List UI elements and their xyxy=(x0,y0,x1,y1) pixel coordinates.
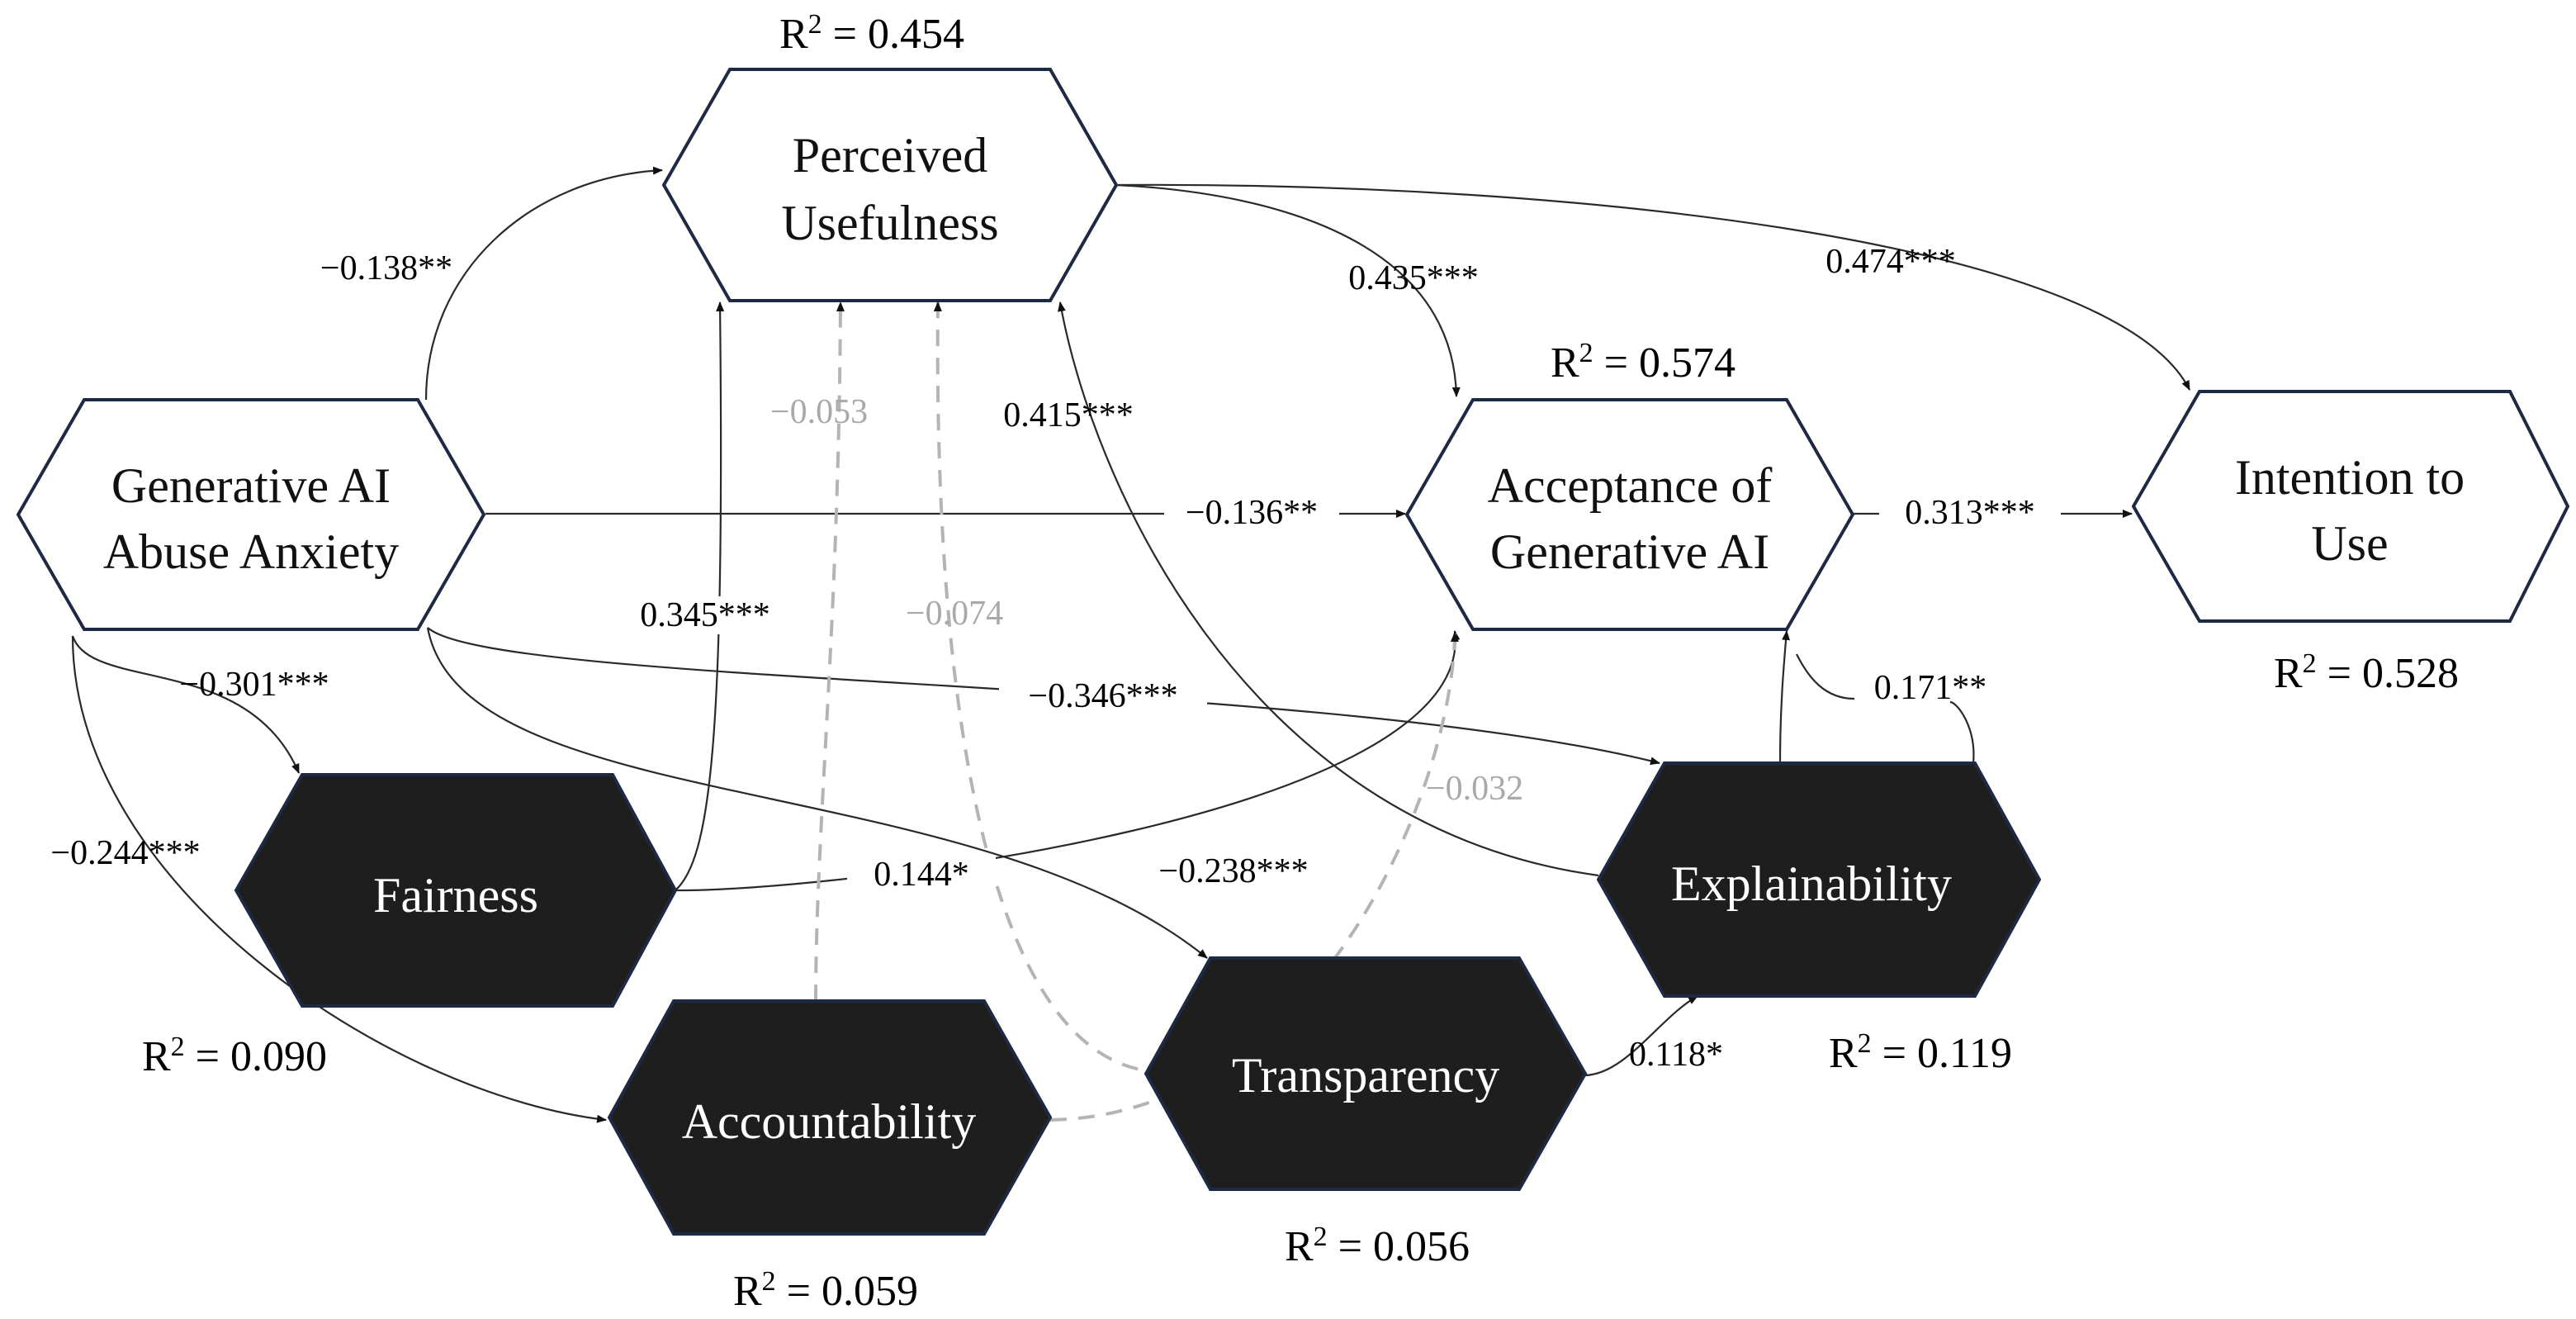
construct-intention-to-use: Intention to Use xyxy=(2131,390,2570,623)
coef-pu-acc: 0.435*** xyxy=(1348,259,1479,297)
construct-label-explainability-line-1: Explainability xyxy=(1671,856,1952,911)
construct-label-gai-abuse-anxiety-line-1: Generative AI xyxy=(111,458,391,513)
construct-label-gai-abuse-anxiety-line-2: Abuse Anxiety xyxy=(103,524,399,579)
construct-label-accountability-line-1: Accountability xyxy=(682,1094,977,1149)
r2-acceptance-gai: R2 = 0.574 xyxy=(1551,338,1735,387)
coef-anx-expl: −0.346*** xyxy=(1028,677,1177,715)
r2-accountability: R2 = 0.059 xyxy=(733,1266,918,1316)
path-expl-acc-hook2 xyxy=(1796,653,1855,700)
coef-mask-fair-acc xyxy=(847,856,996,894)
coef-trans-pu: −0.074 xyxy=(906,595,1003,633)
hexagon-accountability xyxy=(607,999,1053,1236)
path-pu-acc xyxy=(1115,183,1461,397)
path-acct-pu xyxy=(814,301,845,1002)
path-expl-acc-hook xyxy=(1949,700,1975,764)
hexagon-intention-to-use xyxy=(2131,390,2570,623)
coef-mask-acc-int xyxy=(1879,494,2061,532)
coef-anx-acc: −0.136** xyxy=(1186,494,1318,532)
r2-intention-to-use: R2 = 0.528 xyxy=(2274,648,2459,698)
r2-explainability: R2 = 0.119 xyxy=(1829,1028,2012,1078)
coef-trans-expl: 0.118* xyxy=(1629,1036,1723,1074)
coef-mask-fair-pu xyxy=(621,596,789,634)
paths-layer xyxy=(71,166,2190,1123)
coef-anx-acct: −0.244*** xyxy=(50,834,200,872)
construct-explainability: Explainability xyxy=(1596,762,2042,998)
path-anx-trans xyxy=(426,627,1208,959)
path-fair-acc xyxy=(675,630,1461,892)
construct-label-intention-to-use-line-1: Intention to xyxy=(2235,450,2465,505)
coef-acc-int: 0.313*** xyxy=(1905,494,2035,532)
r2-transparency: R2 = 0.056 xyxy=(1285,1222,1470,1271)
coef-fair-pu: 0.345*** xyxy=(640,596,770,634)
coef-mask-anx-expl xyxy=(999,677,1207,715)
coef-mask-anx-trans xyxy=(1133,852,1334,890)
hexagon-acceptance-gai xyxy=(1404,398,1855,631)
r2-perceived-usefulness: R2 = 0.454 xyxy=(779,9,964,59)
construct-label-fairness-line-1: Fairness xyxy=(373,868,538,923)
construct-label-intention-to-use-line-2: Use xyxy=(2311,516,2388,571)
hexagon-gai-abuse-anxiety xyxy=(16,398,486,631)
hexagon-explainability xyxy=(1596,762,2042,998)
path-pu-int xyxy=(1115,183,2190,391)
r2-fairness: R2 = 0.090 xyxy=(142,1032,327,1081)
path-anx-expl xyxy=(427,627,1660,766)
hexagon-perceived-usefulness xyxy=(661,68,1119,302)
path-trans-acc xyxy=(1049,632,1459,1122)
coef-anx-trans: −0.238*** xyxy=(1158,852,1308,890)
coef-anx-pu: −0.138** xyxy=(320,249,452,287)
construct-fairness: Fairness xyxy=(234,773,678,1008)
coef-expl-pu: 0.415*** xyxy=(1003,396,1134,434)
path-expl-pu xyxy=(1057,301,1599,877)
coef-pu-int: 0.474*** xyxy=(1825,243,1956,281)
construct-gai-abuse-anxiety: Generative AI Abuse Anxiety xyxy=(16,398,486,631)
path-anx-pu xyxy=(424,166,663,401)
path-trans-expl xyxy=(1584,995,1698,1077)
path-anx-acct xyxy=(71,635,607,1123)
hexagon-fairness xyxy=(234,773,678,1008)
coef-expl-acc: 0.171** xyxy=(1874,669,1987,707)
coef-trans-acc: −0.032 xyxy=(1426,770,1523,808)
path-trans-pu xyxy=(933,301,1167,1075)
coef-fair-acc: 0.144* xyxy=(874,856,969,894)
path-anx-fair xyxy=(71,635,301,774)
construct-label-perceived-usefulness-line-2: Usefulness xyxy=(781,196,998,250)
construct-label-acceptance-gai-line-1: Acceptance of xyxy=(1488,458,1773,513)
coef-mask-anx-acc xyxy=(1164,494,1339,532)
construct-acceptance-gai: Acceptance of Generative AI xyxy=(1404,398,1855,631)
construct-label-perceived-usefulness-line-1: Perceived xyxy=(793,128,988,183)
hexagon-transparency xyxy=(1144,956,1588,1191)
coef-acct-pu: −0.053 xyxy=(770,393,868,431)
construct-label-acceptance-gai-line-2: Generative AI xyxy=(1490,524,1769,579)
construct-label-transparency-line-1: Transparency xyxy=(1232,1048,1499,1103)
construct-accountability: Accountability xyxy=(607,999,1053,1236)
construct-transparency: Transparency xyxy=(1144,956,1588,1191)
coef-anx-fair: −0.301*** xyxy=(179,666,329,704)
path-fair-pu xyxy=(675,301,725,891)
labels-layer: R2 = 0.454 R2 = 0.574 R2 = 0.528 R2 = 0.090… xyxy=(50,9,2459,1316)
path-expl-acc xyxy=(1778,630,1791,764)
